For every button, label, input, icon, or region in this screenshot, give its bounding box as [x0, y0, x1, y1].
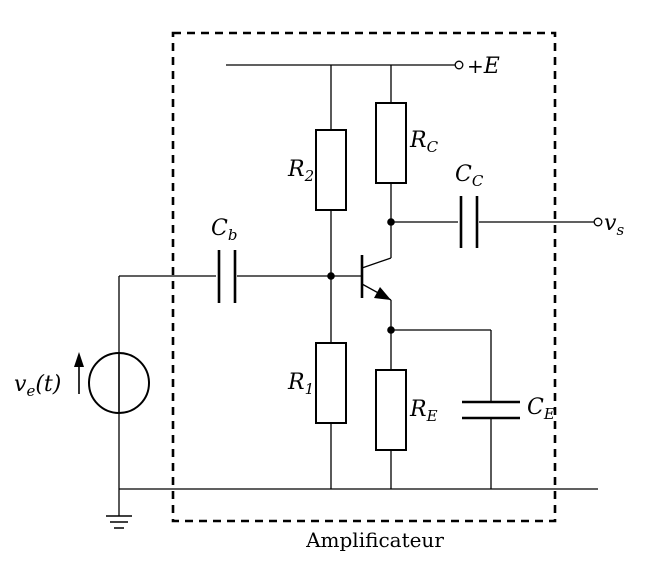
ground-rail: [118, 488, 598, 516]
input-source: [88, 352, 150, 414]
ground-icon: [106, 515, 132, 529]
label-output: vs: [604, 211, 624, 239]
capacitor-cb: [217, 250, 237, 303]
label-input: ve(t): [14, 372, 61, 400]
input-wires: [118, 275, 362, 489]
input-arrow-icon: [74, 352, 84, 394]
emitter-arrow-icon: [374, 287, 391, 300]
junction-collector: [387, 218, 395, 226]
supply-terminal: [454, 60, 464, 70]
label-cb: Cb: [211, 216, 237, 244]
label-re: RE: [409, 397, 438, 425]
junction-base: [327, 272, 335, 280]
label-ce: CE: [527, 395, 555, 423]
junction-emitter: [387, 326, 395, 334]
label-rc: RC: [409, 128, 439, 156]
capacitor-ce: [462, 400, 520, 420]
label-r2: R2: [287, 157, 314, 185]
output-terminal: [593, 217, 603, 227]
label-r1: R1: [287, 370, 314, 398]
transistor: [360, 255, 392, 301]
capacitor-cc: [459, 196, 479, 248]
collector-wires: [390, 65, 594, 258]
supply-rail: [226, 60, 464, 70]
resistor-r2: [315, 129, 347, 211]
box-caption: Amplificateur: [305, 528, 444, 552]
resistor-re: [375, 369, 407, 451]
amplifier-boundary: [171, 31, 557, 523]
label-cc: CC: [455, 162, 484, 190]
resistor-rc: [375, 102, 407, 184]
resistor-r1: [315, 342, 347, 424]
label-supply: +E: [467, 54, 500, 79]
